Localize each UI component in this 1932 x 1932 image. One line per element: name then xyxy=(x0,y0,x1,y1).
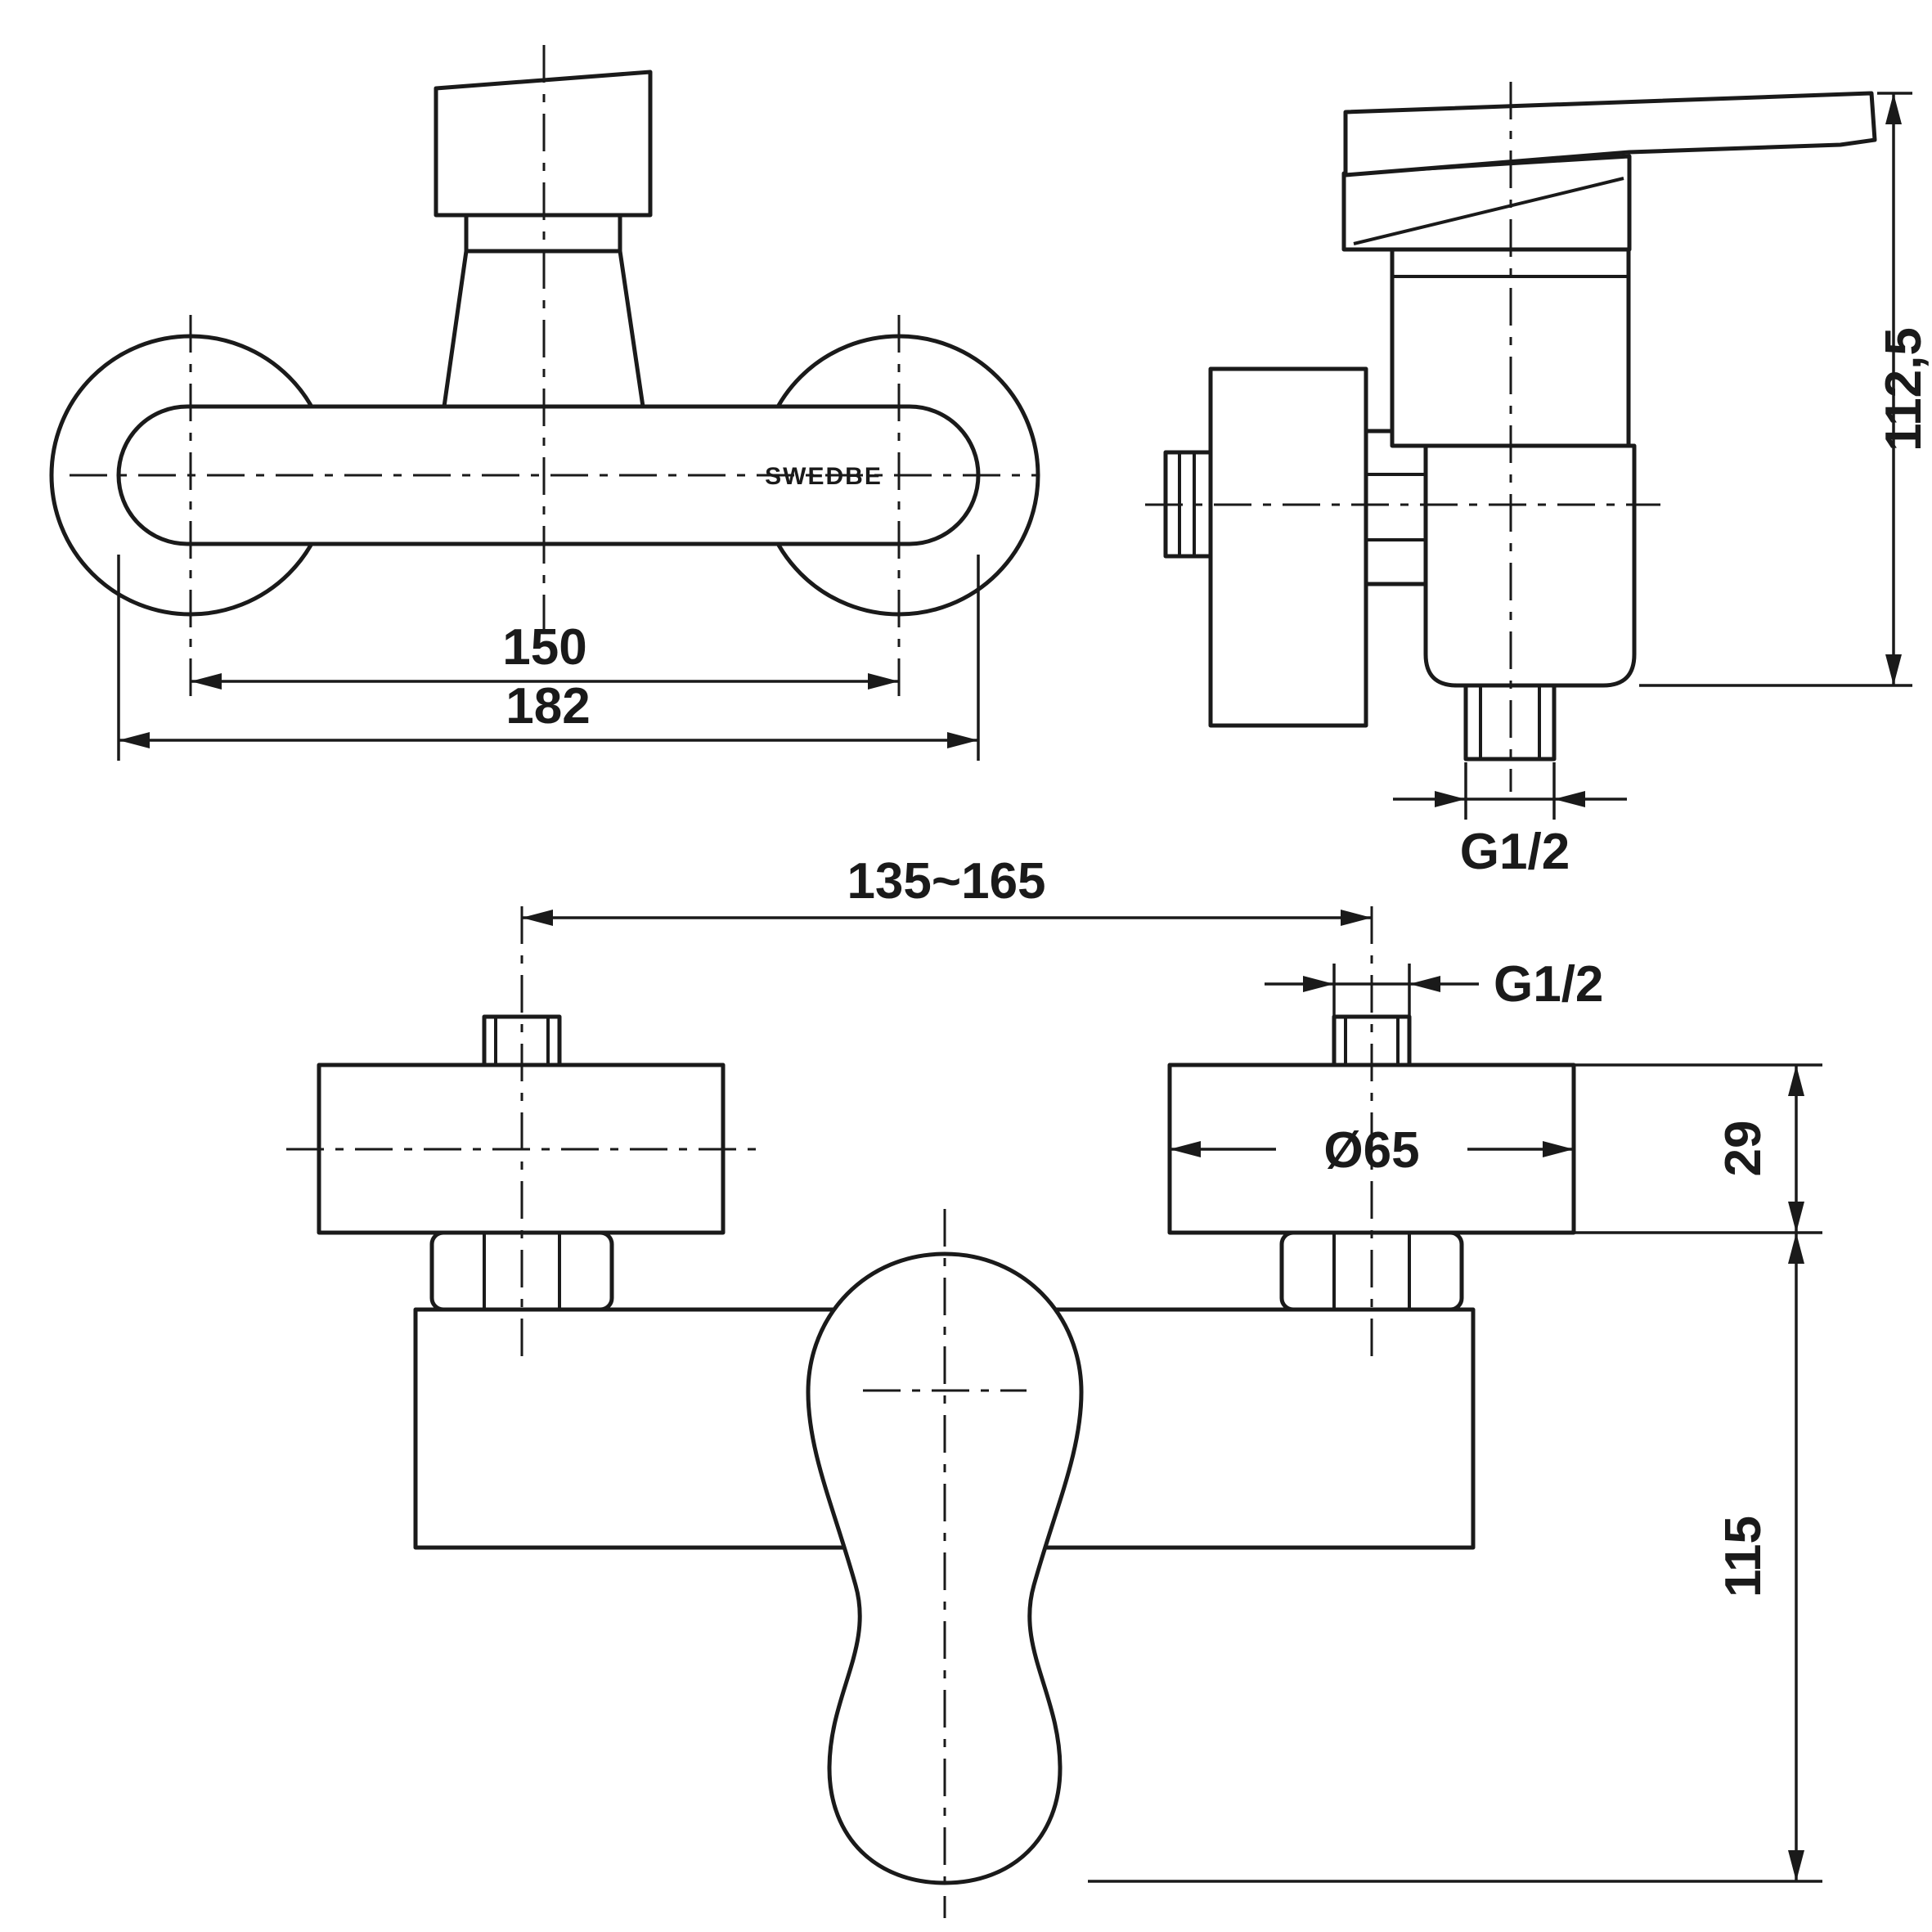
dimension-29-label: 29 xyxy=(1715,1121,1772,1177)
dimension-g12-outlet-label: G1/2 xyxy=(1460,824,1570,880)
side-view: 112,5 G1/2 xyxy=(1145,82,1932,880)
left-inlet-stub-thread xyxy=(494,1017,550,1065)
dimension-29: 29 xyxy=(1574,1063,1822,1234)
front-view: SWEDBE 150 182 xyxy=(49,45,1040,761)
dimension-112-5-label: 112,5 xyxy=(1876,327,1932,452)
dimension-diameter-65: Ø65 xyxy=(1170,1122,1574,1179)
dimension-diameter-65-label: Ø65 xyxy=(1323,1122,1419,1179)
dimension-182-label: 182 xyxy=(505,678,590,735)
dimension-150: 150 xyxy=(191,619,899,690)
handle-lever-side xyxy=(1343,91,1877,177)
handle-cap-side xyxy=(1341,154,1632,252)
dimension-g12-inlet-label: G1/2 xyxy=(1494,956,1603,1013)
mixer-body-side xyxy=(1423,443,1637,688)
dimension-g12-inlet: G1/2 xyxy=(1265,956,1603,1017)
dimension-115-label: 115 xyxy=(1715,1516,1772,1597)
wall-flange-side xyxy=(1208,366,1368,728)
right-hex-nut-facets xyxy=(1332,1233,1411,1310)
right-inlet-stub-thread xyxy=(1344,1017,1400,1065)
handle-cap-seam xyxy=(1353,177,1624,245)
dimension-182: 182 xyxy=(117,555,980,761)
dimension-135-165-label: 135~165 xyxy=(847,853,1045,910)
left-hex-nut-facets xyxy=(483,1233,561,1310)
dimension-135-165: 135~165 xyxy=(522,853,1372,926)
outlet-stub-thread-lines xyxy=(1479,685,1541,759)
plan-view: 135~165 G1/2 Ø65 29 115 xyxy=(286,853,1822,1918)
connection-nut-facets xyxy=(1366,473,1426,541)
dimension-115: 115 xyxy=(1088,1233,1822,1883)
cartridge-housing xyxy=(1390,247,1631,448)
dimension-g12-outlet: G1/2 xyxy=(1393,762,1627,880)
connection-nut-side xyxy=(1364,429,1428,586)
dimension-112-5: 112,5 xyxy=(1639,92,1932,687)
dimension-150-label: 150 xyxy=(502,619,586,676)
